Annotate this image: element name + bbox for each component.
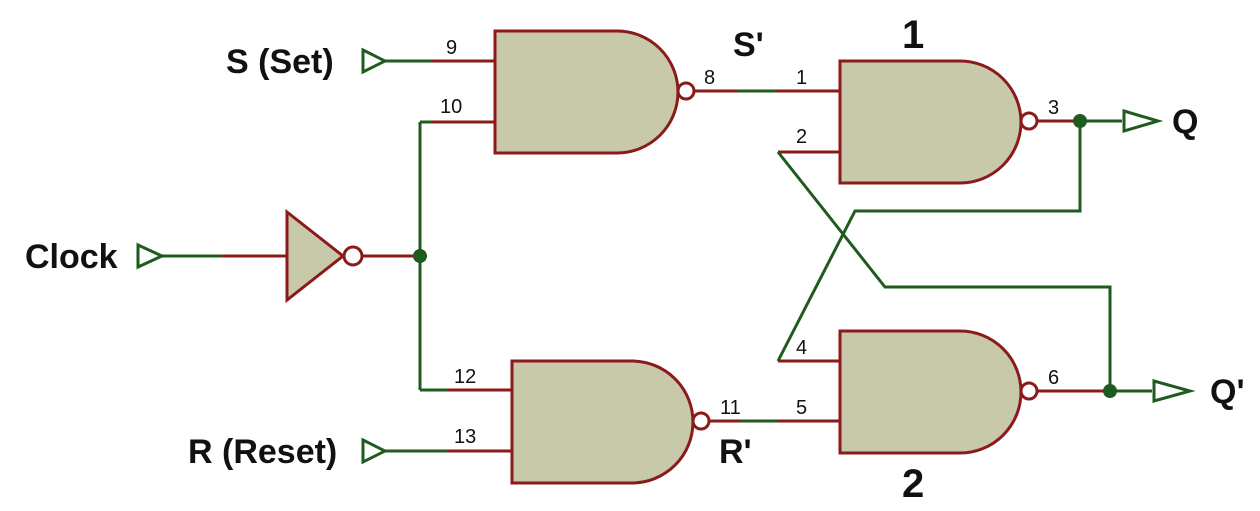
- not-bubble-clock: [342, 245, 364, 267]
- label-set-input: S (Set): [226, 43, 334, 81]
- pin-4: 4: [796, 337, 807, 359]
- nand-bubble-gate-2: [1019, 381, 1039, 401]
- pin-12: 12: [454, 366, 476, 388]
- pin-5: 5: [796, 397, 807, 419]
- nand-bubble-bottom-left: [691, 411, 711, 431]
- pin-1: 1: [796, 67, 807, 89]
- junction-q: [1073, 114, 1087, 128]
- nand-gate-top-left: [493, 29, 680, 155]
- label-reset-input: R (Reset): [188, 433, 337, 471]
- pin-2: 2: [796, 126, 807, 148]
- nand-gate-bottom-left: [510, 359, 695, 485]
- input-port-s-icon: [361, 47, 389, 75]
- not-gate-clock: [285, 208, 346, 304]
- label-q-output: Q: [1172, 103, 1198, 141]
- pin-3: 3: [1048, 97, 1059, 119]
- junction-clock: [413, 249, 427, 263]
- label-gate-1: 1: [902, 13, 924, 57]
- label-clock-input: Clock: [25, 238, 118, 276]
- pin-11: 11: [720, 397, 741, 419]
- nand-gate-2: [838, 329, 1023, 455]
- label-qbar-output: Q': [1210, 373, 1245, 411]
- label-r-prime: R': [719, 433, 752, 471]
- nand-gate-1: [838, 59, 1023, 185]
- input-port-r-icon: [361, 437, 389, 465]
- nand-bubble-top-left: [676, 81, 696, 101]
- output-port-q-icon: [1122, 108, 1164, 134]
- pin-6: 6: [1048, 367, 1059, 389]
- label-gate-2: 2: [902, 462, 924, 506]
- nand-bubble-gate-1: [1019, 111, 1039, 131]
- wire-cross-pin2: [776, 151, 1112, 391]
- pin-8: 8: [704, 67, 715, 89]
- label-s-prime: S': [733, 26, 764, 64]
- pin-13: 13: [454, 426, 476, 448]
- junction-qbar: [1103, 384, 1117, 398]
- output-port-qbar-icon: [1152, 379, 1196, 403]
- wire-cross-pin4: [776, 121, 1082, 362]
- pin-9: 9: [446, 37, 457, 59]
- pin-10: 10: [440, 96, 462, 118]
- input-port-clock-icon: [136, 242, 166, 270]
